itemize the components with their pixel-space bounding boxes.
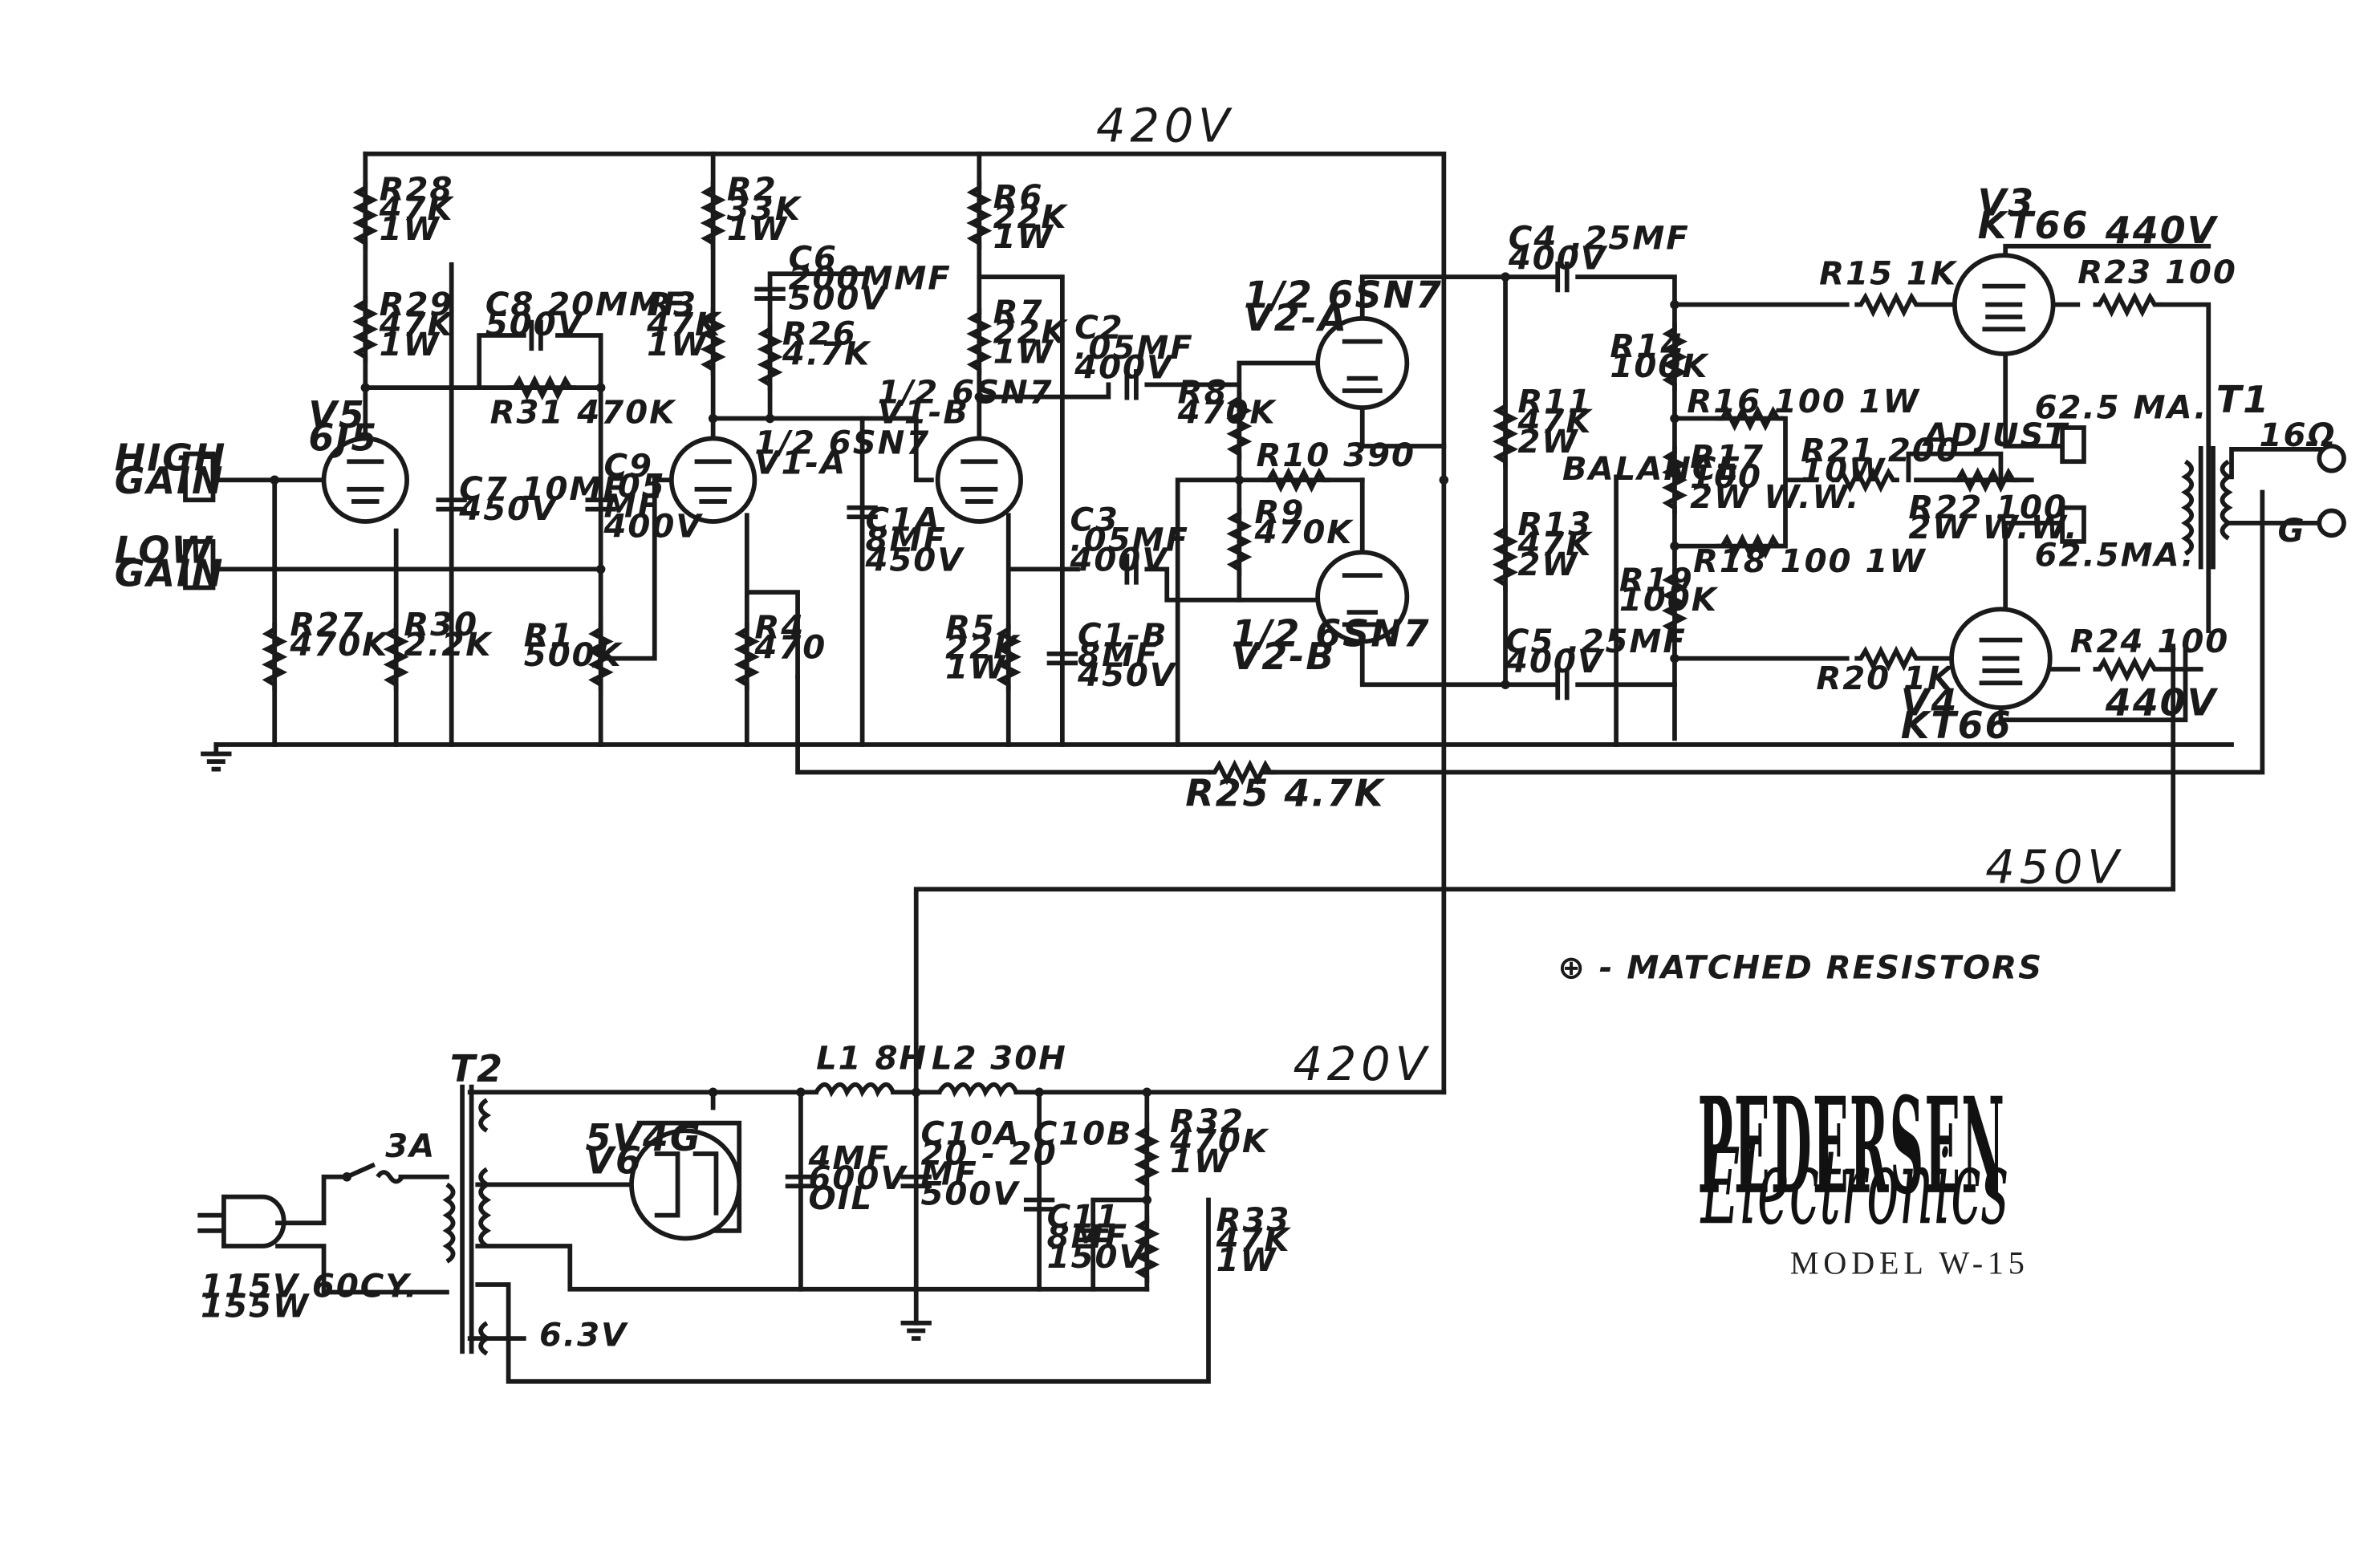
rail-450v: 450V	[1985, 841, 2123, 895]
label-r10: R10 390	[1256, 437, 1415, 474]
v1b-tube	[935, 436, 1023, 524]
t2-transformer	[442, 1084, 492, 1356]
label-fuse: 3A	[385, 1128, 436, 1165]
label-r16: R16 100 1W	[1687, 384, 1920, 420]
legend-matched: ⊕ - MATCHED RESISTORS	[1558, 949, 2043, 986]
label-l2: L2 30H	[932, 1041, 1067, 1078]
label-r18: R18 100 1W	[1693, 543, 1927, 580]
v2a-tube	[1315, 316, 1410, 410]
label-t1: T1	[2216, 378, 2270, 421]
label-r25: R25 4.7K	[1185, 772, 1385, 815]
label-ma-bottom: 62.5MA.	[2035, 538, 2195, 574]
label-r24: R24 100	[2070, 623, 2229, 660]
v1a-tube	[668, 436, 757, 524]
v5-tube	[321, 436, 409, 524]
label-r20: R20 1K	[1816, 660, 1955, 697]
t1-transformer	[2181, 444, 2346, 570]
brand-logo: PEDERSEN Electronics MODEL W-15	[1698, 1068, 2029, 1281]
brand-top: PEDERSEN	[1698, 1068, 2005, 1224]
components	[183, 181, 2346, 1356]
label-t2: T2	[450, 1047, 504, 1090]
label-16ohm: 16Ω	[2260, 417, 2337, 454]
brand-bottom: Electronics	[1700, 1126, 2008, 1248]
v6-tube	[629, 1128, 742, 1241]
label-balance: BALANCE	[1562, 451, 1741, 488]
label-ma-top: 62.5 MA.	[2035, 390, 2208, 427]
rail-420v-psu: 420V	[1293, 1037, 1431, 1091]
label-r31: R31 470K	[490, 394, 676, 431]
label-mains: 115V 60CY.155W	[201, 1268, 419, 1325]
label-l1: L1 8H	[816, 1041, 928, 1078]
rail-440v-a: 440V	[2105, 209, 2219, 252]
label-r15: R15 1K	[1819, 256, 1958, 293]
v2b-tube	[1315, 550, 1410, 644]
label-ground-tap: G	[2278, 513, 2306, 550]
model-number: MODEL W-15	[1790, 1245, 2029, 1281]
label-heater: 6.3V	[539, 1317, 628, 1354]
label-adjust: ADJUST	[1922, 417, 2070, 454]
label-r23: R23 100	[2077, 254, 2236, 291]
rail-440v-b: 440V	[2105, 681, 2219, 725]
rail-420v-top: 420V	[1096, 99, 1234, 152]
